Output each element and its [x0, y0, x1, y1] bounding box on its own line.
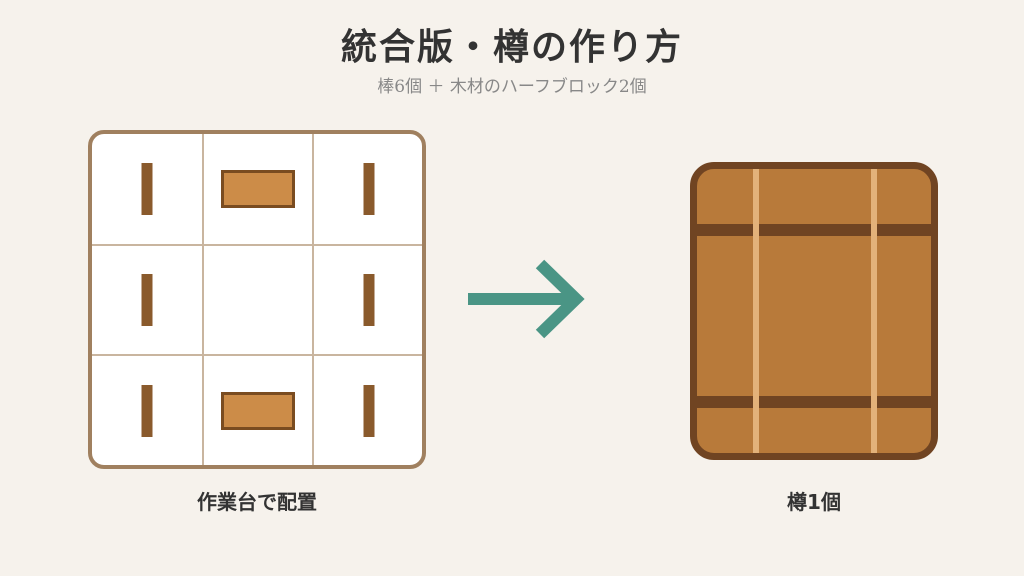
grid-cell-empty — [203, 245, 313, 355]
arrow-right-icon — [468, 259, 585, 339]
grid-cell — [314, 134, 422, 244]
page-subtitle: 棒6個 ＋ 木材のハーフブロック2個 — [377, 77, 647, 97]
stick-icon — [141, 274, 153, 326]
barrel-hoop — [697, 224, 931, 236]
grid-divider — [92, 354, 422, 356]
grid-cell — [203, 134, 313, 244]
barrel-stave — [871, 169, 877, 453]
grid-divider — [312, 134, 314, 465]
barrel-icon — [690, 162, 938, 460]
grid-cell — [203, 356, 313, 465]
grid-cell — [314, 245, 422, 355]
wood-half-slab-icon — [221, 392, 295, 430]
stick-icon — [141, 385, 153, 437]
grid-cell — [314, 356, 422, 465]
stick-icon — [141, 163, 153, 215]
stick-icon — [363, 163, 375, 215]
grid-cell — [92, 245, 202, 355]
grid-divider — [202, 134, 204, 465]
stick-icon — [363, 385, 375, 437]
barrel-hoop — [697, 396, 931, 408]
wood-half-slab-icon — [221, 170, 295, 208]
barrel-stave — [753, 169, 759, 453]
grid-cell — [92, 356, 202, 465]
crafting-grid — [88, 130, 426, 469]
stick-icon — [363, 274, 375, 326]
page-title: 統合版・樽の作り方 — [340, 27, 683, 68]
grid-cell — [92, 134, 202, 244]
grid-divider — [92, 244, 422, 246]
crafting-label: 作業台で配置 — [197, 490, 317, 514]
result-label: 樽1個 — [787, 490, 841, 514]
